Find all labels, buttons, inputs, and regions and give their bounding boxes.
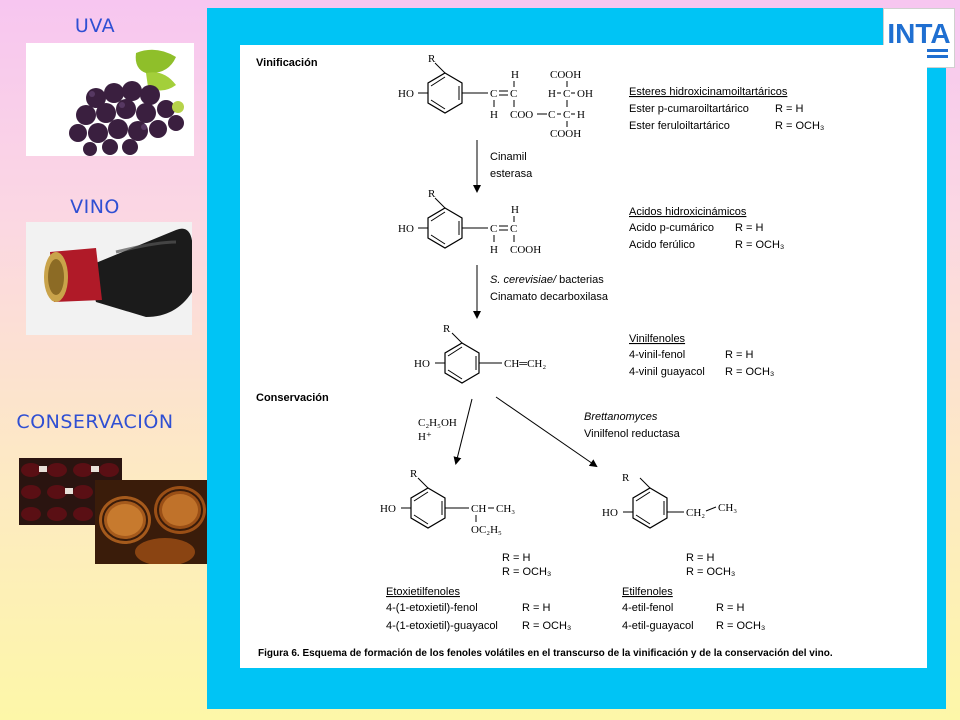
svg-text:Ester feruloiltartárico: Ester feruloiltartárico <box>629 120 730 132</box>
svg-text:CH: CH <box>471 503 486 515</box>
structure-ester: R HO C C H H COO H C OH COOH <box>398 53 593 140</box>
group-etoxietilfenoles: Etoxietilfenoles 4-(1-etoxietil)-fenol R… <box>386 586 571 632</box>
svg-text:4-vinil guayacol: 4-vinil guayacol <box>629 366 705 378</box>
svg-text:Brettanomyces: Brettanomyces <box>584 411 658 423</box>
svg-text:R = OCH₃: R = OCH₃ <box>502 566 551 578</box>
structure-ethoxyethylphenol: R HO CH CH₃ OC₂H₅ R = H R = OCH₃ <box>380 468 551 578</box>
svg-text:R: R <box>443 323 451 335</box>
svg-text:H: H <box>548 88 556 100</box>
group-acidos: Acidos hidroxicinámicos Acido p-cumárico… <box>629 206 784 251</box>
svg-text:INTA: INTA <box>887 18 950 49</box>
figure-caption: Figura 6. Esquema de formación de los fe… <box>258 648 833 659</box>
group-esteres: Esteres hidroxicinamoiltartáricos Ester … <box>629 86 824 132</box>
grapes-image <box>26 43 194 156</box>
svg-text:Vinilfenoles: Vinilfenoles <box>629 333 686 345</box>
svg-text:C: C <box>563 109 570 121</box>
svg-text:C: C <box>548 109 555 121</box>
svg-text:R = H: R = H <box>686 552 714 564</box>
svg-text:C₂H₅OH: C₂H₅OH <box>418 417 457 429</box>
arrow-brettanomyces <box>495 396 598 468</box>
svg-text:CH₃: CH₃ <box>496 503 515 515</box>
svg-text:Etoxietilfenoles: Etoxietilfenoles <box>386 586 460 598</box>
svg-text:CH₃: CH₃ <box>718 502 737 514</box>
section-vinificacion: Vinificación <box>256 57 318 69</box>
svg-text:R = H: R = H <box>735 222 763 234</box>
svg-text:R: R <box>410 468 418 480</box>
svg-text:C: C <box>490 88 497 100</box>
figure-panel: Vinificación Conservación R HO C C H H <box>240 45 927 668</box>
svg-text:R: R <box>428 188 436 200</box>
svg-text:Etilfenoles: Etilfenoles <box>622 586 673 598</box>
svg-text:S. cerevisiae/ bacterias: S. cerevisiae/ bacterias <box>490 274 604 286</box>
svg-text:R = OCH₃: R = OCH₃ <box>725 366 774 378</box>
svg-text:Acido p-cumárico: Acido p-cumárico <box>629 222 714 234</box>
svg-text:4-(1-etoxietil)-fenol: 4-(1-etoxietil)-fenol <box>386 602 478 614</box>
svg-text:H: H <box>511 69 519 81</box>
svg-text:R = OCH₃: R = OCH₃ <box>716 620 765 632</box>
svg-text:esterasa: esterasa <box>490 168 533 180</box>
svg-text:H: H <box>490 244 498 256</box>
structure-vinylphenol: R HO CH═CH₂ <box>414 323 546 384</box>
svg-text:Acido ferúlico: Acido ferúlico <box>629 239 695 251</box>
svg-text:H: H <box>490 109 498 121</box>
svg-text:OC₂H₅: OC₂H₅ <box>471 524 502 536</box>
svg-text:R = OCH₃: R = OCH₃ <box>522 620 571 632</box>
group-etilfenoles: Etilfenoles 4-etil-fenol R = H 4-etil-gu… <box>622 586 765 632</box>
svg-text:4-etil-guayacol: 4-etil-guayacol <box>622 620 694 632</box>
svg-text:R: R <box>622 472 630 484</box>
svg-text:Acidos hidroxicinámicos: Acidos hidroxicinámicos <box>629 206 747 218</box>
svg-text:Esteres hidroxicinamoiltartári: Esteres hidroxicinamoiltartáricos <box>629 86 788 98</box>
svg-text:R = H: R = H <box>725 349 753 361</box>
structure-acid: R HO C C H H COOH <box>398 188 541 256</box>
svg-text:Vinilfenol reductasa: Vinilfenol reductasa <box>584 428 681 440</box>
svg-text:HO: HO <box>398 88 414 100</box>
svg-text:R = OCH₃: R = OCH₃ <box>735 239 784 251</box>
svg-text:C: C <box>563 88 570 100</box>
svg-text:Cinamato decarboxilasa: Cinamato decarboxilasa <box>490 291 609 303</box>
phenol-formation-diagram: Vinificación Conservación R HO C C H H <box>256 53 833 659</box>
conservacion-label: CONSERVACIÓN <box>16 411 174 433</box>
section-conservacion: Conservación <box>256 392 329 404</box>
svg-text:R = OCH₃: R = OCH₃ <box>686 566 735 578</box>
wine-bottle-image <box>26 222 192 335</box>
svg-text:HO: HO <box>380 503 396 515</box>
vino-label: VINO <box>70 196 120 218</box>
svg-text:COO: COO <box>510 109 533 121</box>
svg-text:COOH: COOH <box>550 69 581 81</box>
barrels-image <box>95 480 222 564</box>
svg-text:H⁺: H⁺ <box>418 431 432 443</box>
svg-text:4-(1-etoxietil)-guayacol: 4-(1-etoxietil)-guayacol <box>386 620 498 632</box>
svg-text:OH: OH <box>577 88 593 100</box>
uva-label: UVA <box>74 15 116 37</box>
svg-text:C: C <box>510 223 517 235</box>
svg-text:HO: HO <box>398 223 414 235</box>
svg-text:Ester p-cumaroiltartárico: Ester p-cumaroiltartárico <box>629 103 749 115</box>
svg-text:4-vinil-fenol: 4-vinil-fenol <box>629 349 685 361</box>
svg-text:4-etil-fenol: 4-etil-fenol <box>622 602 673 614</box>
svg-text:C: C <box>510 88 517 100</box>
svg-text:C: C <box>490 223 497 235</box>
svg-text:Cinamil: Cinamil <box>490 151 527 163</box>
svg-text:HO: HO <box>602 507 618 519</box>
svg-text:HO: HO <box>414 358 430 370</box>
svg-text:R: R <box>428 53 436 65</box>
svg-text:COOH: COOH <box>550 128 581 140</box>
svg-text:H: H <box>577 109 585 121</box>
svg-text:CH₂: CH₂ <box>686 507 705 519</box>
svg-text:R = H: R = H <box>522 602 550 614</box>
svg-text:R = H: R = H <box>716 602 744 614</box>
structure-ethylphenol: R HO CH₂ CH₃ R = H R = OCH₃ <box>602 472 737 578</box>
arrow-ethanol <box>453 398 473 465</box>
group-vinilfenoles: Vinilfenoles 4-vinil-fenol R = H 4-vinil… <box>629 333 774 378</box>
svg-text:H: H <box>511 204 519 216</box>
svg-text:R = H: R = H <box>502 552 530 564</box>
svg-text:R = OCH₃: R = OCH₃ <box>775 120 824 132</box>
svg-text:R = H: R = H <box>775 103 803 115</box>
svg-text:CH═CH₂: CH═CH₂ <box>504 358 546 370</box>
svg-text:COOH: COOH <box>510 244 541 256</box>
